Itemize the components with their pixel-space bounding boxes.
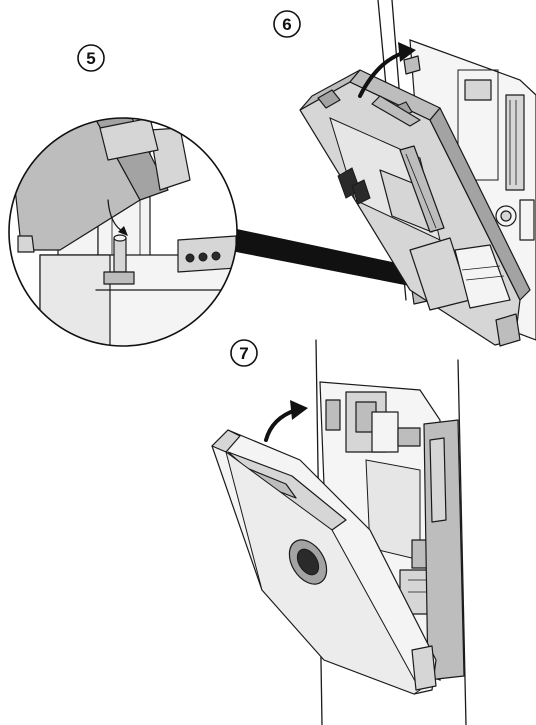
step-6-marker: 6 [273, 10, 301, 38]
detail-callout-cone [226, 228, 430, 288]
step-5-marker: 5 [77, 44, 105, 72]
step-5-detail-view [8, 117, 238, 347]
step-7-assembly [211, 339, 467, 725]
step-7-marker: 7 [230, 339, 258, 367]
step-6-label: 6 [282, 15, 291, 34]
step-5-label: 5 [86, 49, 95, 68]
step-6-assembly [299, 0, 536, 347]
step-7-label: 7 [239, 344, 248, 363]
